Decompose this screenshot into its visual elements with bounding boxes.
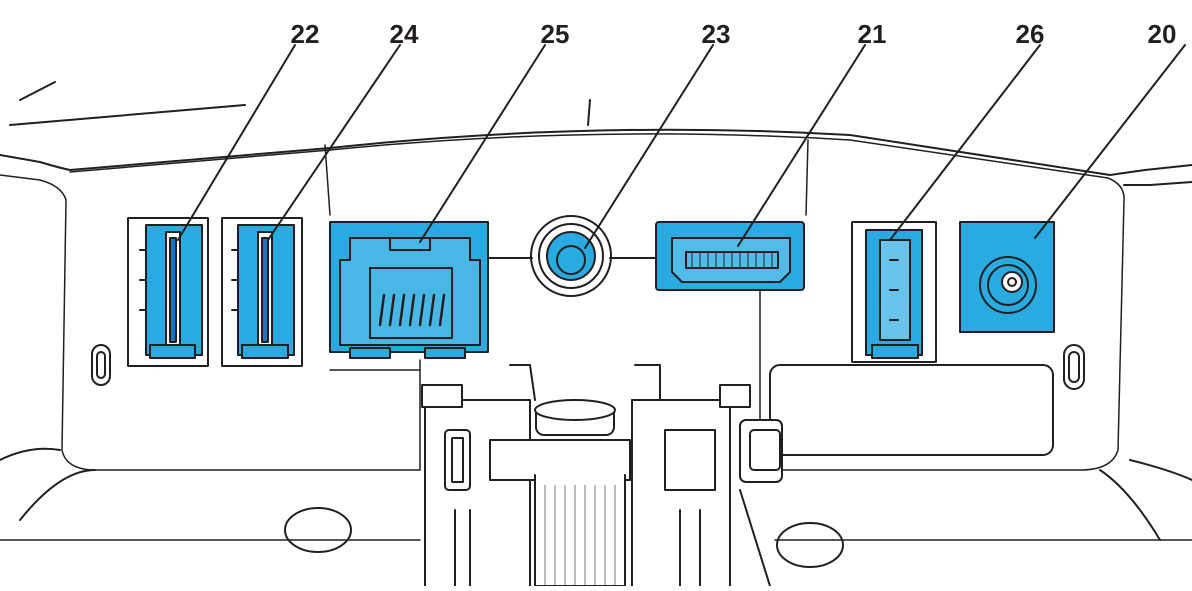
cable-clip-bracket — [421, 364, 783, 587]
ethernet-port — [329, 221, 489, 359]
audio-jack — [487, 215, 659, 297]
callout-hdmi-port: 21 — [857, 19, 887, 49]
callout-ethernet-port: 25 — [540, 19, 570, 49]
label-recess — [769, 364, 1054, 456]
callout-usb-a-port-2: 24 — [389, 19, 419, 49]
usb-a-port-1 — [127, 217, 209, 367]
usb-a-port-3 — [851, 221, 937, 363]
callout-usb-a-port-1: 22 — [290, 19, 320, 49]
callout-audio-jack: 23 — [701, 19, 731, 49]
hdmi-port — [655, 221, 805, 291]
callout-power-jack: 20 — [1147, 19, 1177, 49]
device-housing — [0, 81, 1192, 568]
leader-lines — [177, 44, 1186, 249]
callout-usb-a-port-3: 26 — [1015, 19, 1045, 49]
mounting-slots — [91, 344, 1085, 390]
usb-a-port-2 — [221, 217, 303, 367]
power-jack — [959, 221, 1055, 333]
